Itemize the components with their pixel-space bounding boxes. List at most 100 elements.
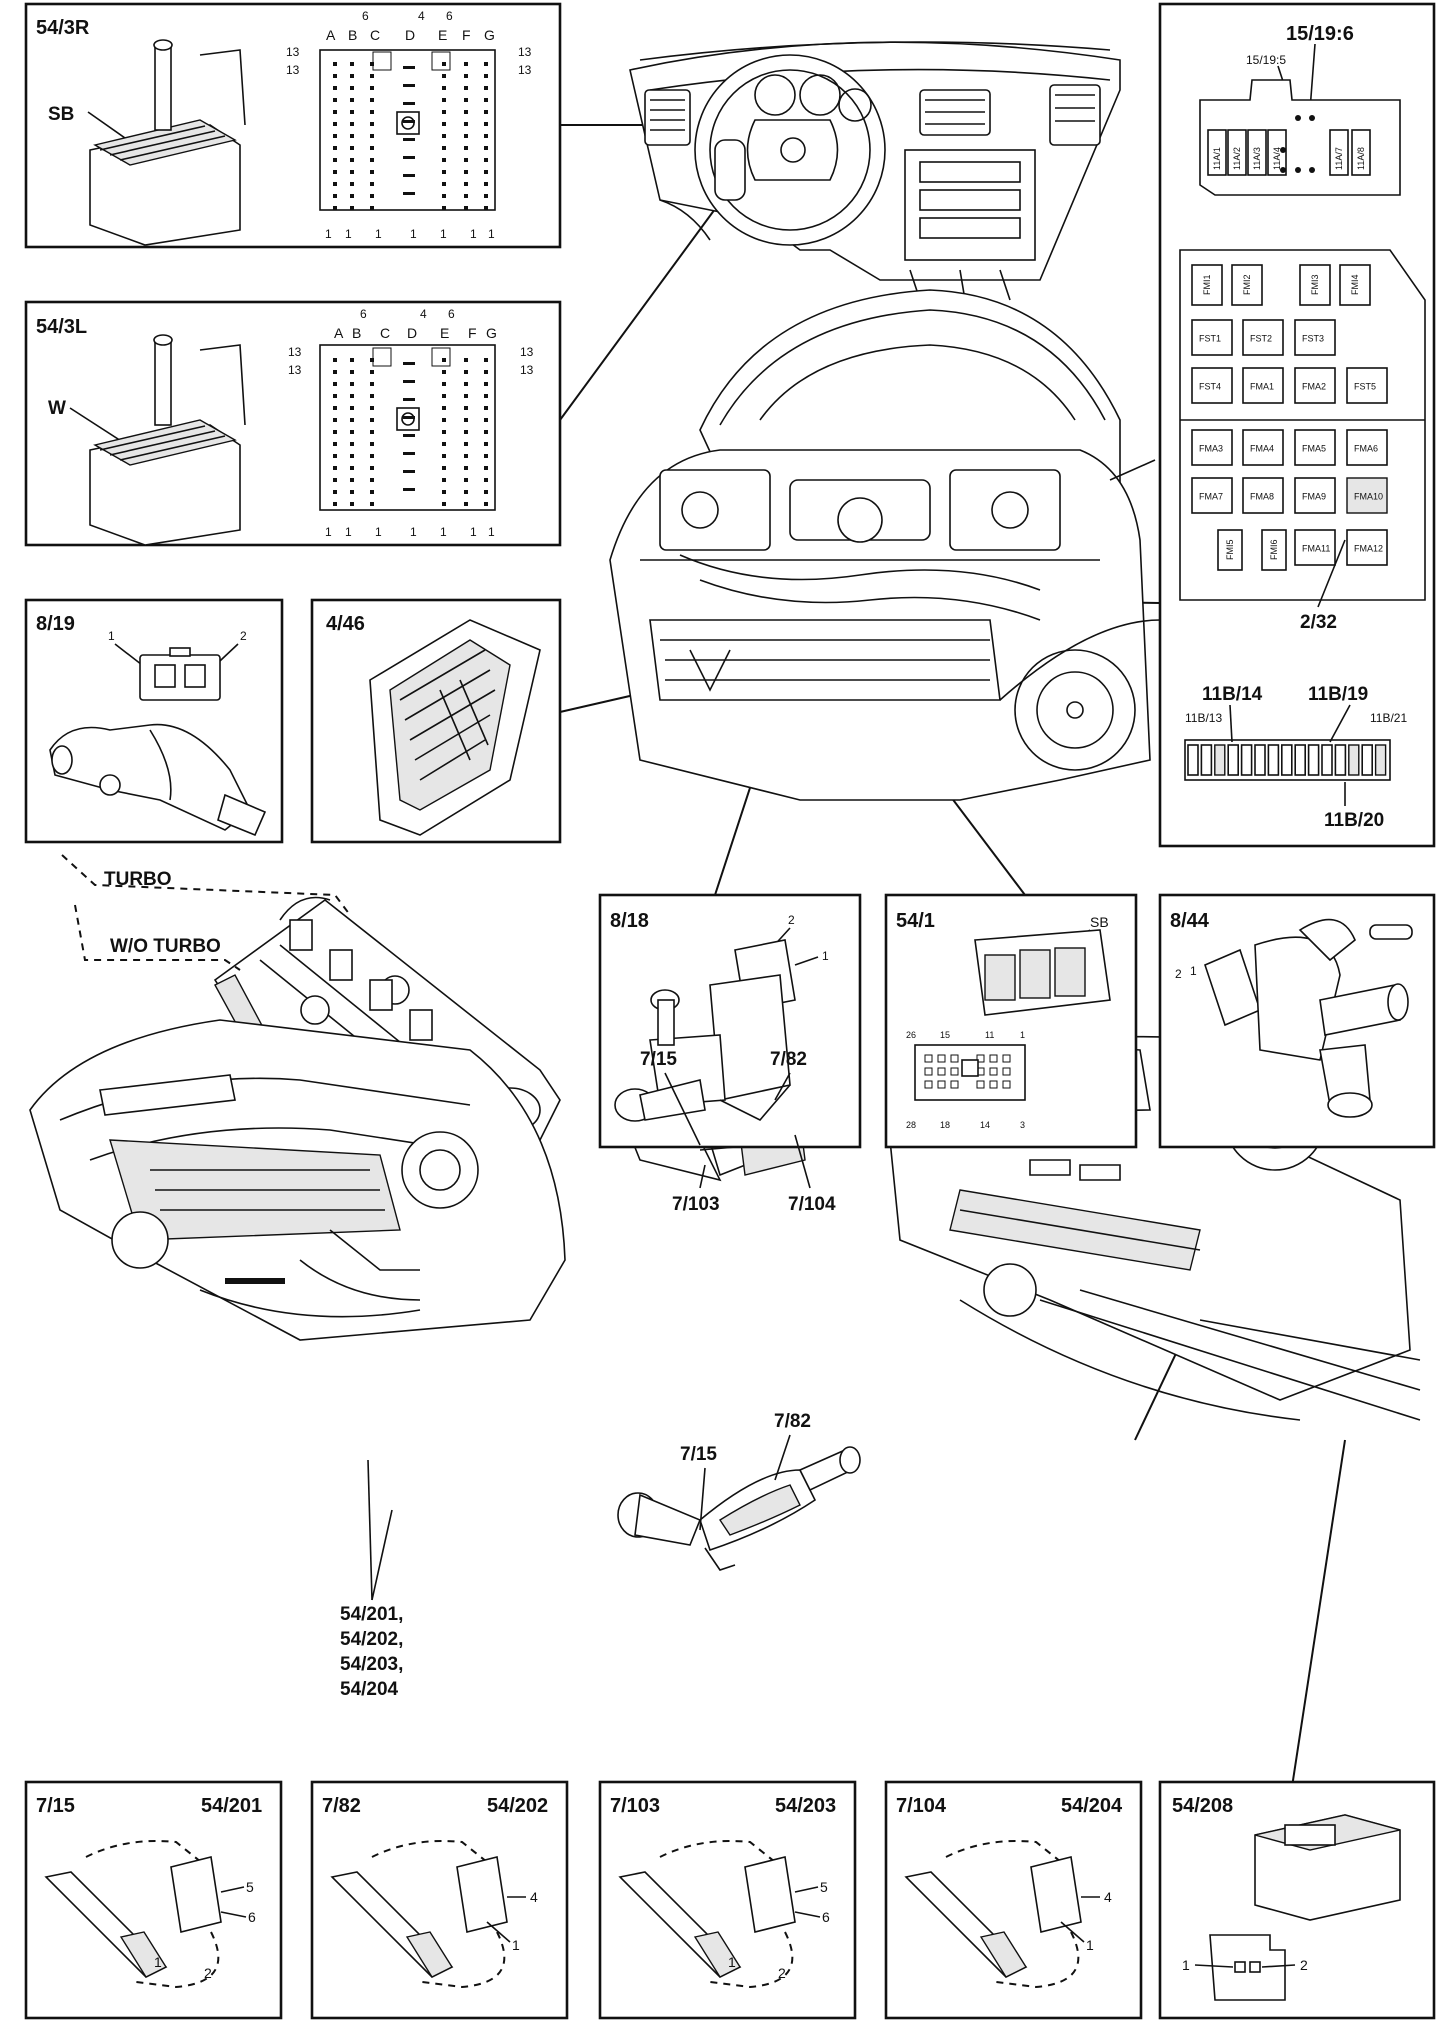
fuse-label: FMI1 [1202, 274, 1212, 295]
connector-pin [370, 490, 374, 494]
connector-slot [403, 102, 415, 105]
fuse-label: FMI3 [1310, 274, 1320, 295]
connector-pin [370, 122, 374, 126]
connector-pin [333, 74, 337, 78]
connector-pin [484, 394, 488, 398]
connector-54-208-box: 54/208 1 2 [1158, 1780, 1436, 2020]
fuse [1217, 529, 1243, 571]
pin-1: 1 [822, 949, 829, 963]
col-label: C [370, 27, 380, 43]
connector-pin [370, 370, 374, 374]
connector-pin [442, 74, 446, 78]
connector-pin [333, 418, 337, 422]
fuse-label: FMA12 [1354, 544, 1383, 554]
sensor-wire [995, 1931, 1080, 1989]
connector-pin [464, 370, 468, 374]
connector-slot [403, 138, 415, 141]
pin-number: 13 [518, 63, 532, 77]
fuse [1191, 429, 1233, 466]
connector-pin [937, 1067, 946, 1076]
connector-pin [464, 86, 468, 90]
fuse [1346, 429, 1388, 466]
catalytic-converter-single-illustration [617, 1446, 861, 1571]
sb-label: SB [48, 104, 74, 125]
pin-number: 1 [1020, 1030, 1025, 1040]
connector-pin [484, 370, 488, 374]
sensor-plug [1030, 1856, 1082, 1933]
connector-pin [464, 358, 468, 362]
pin-number: 1 [440, 525, 447, 539]
fuse-label: FMI4 [1350, 274, 1360, 295]
connector-pin [442, 442, 446, 446]
pin-number: 13 [520, 363, 534, 377]
fuse-label: FMA9 [1302, 492, 1326, 502]
sensor-list-item: 54/201, [340, 1604, 403, 1625]
connector-pin [370, 502, 374, 506]
connector-pin [350, 170, 354, 174]
col-label: B [352, 325, 361, 341]
component-8-19-box: 8/19 1 2 [24, 598, 284, 844]
pin-number: 1 [470, 227, 477, 241]
connector-pin [937, 1054, 946, 1063]
pin-number: 1 [345, 227, 352, 241]
connector-pin [370, 358, 374, 362]
connector-pin [333, 158, 337, 162]
fuse [1346, 477, 1388, 514]
relay-label: 11A/1 [1212, 147, 1222, 170]
connector-pin [442, 182, 446, 186]
connector-pin [370, 382, 374, 386]
strip-fuse [1187, 744, 1199, 776]
col-label: E [438, 27, 447, 43]
turbo-label: TURBO [104, 869, 172, 890]
connector-pin [442, 98, 446, 102]
front-underside-illustration [29, 1019, 566, 1341]
fuse [1242, 477, 1284, 514]
connector-pin [484, 442, 488, 446]
fuse-label: FMI6 [1269, 539, 1279, 560]
connector-pin [464, 194, 468, 198]
connector-pin [370, 394, 374, 398]
connector-pin [442, 170, 446, 174]
sensor-wire [135, 1931, 220, 1989]
col-label: B [348, 27, 357, 43]
connector-54-3R-label: 54/3R [36, 17, 90, 39]
connector-pin [350, 86, 354, 90]
connector-pin [350, 430, 354, 434]
connector-pin [442, 194, 446, 198]
connector-pin [370, 442, 374, 446]
component-8-19-label: 8/19 [36, 613, 75, 635]
connector-pin [370, 86, 374, 90]
connector-pin [464, 206, 468, 210]
fuse-label: FMI5 [1225, 539, 1235, 560]
col-label: G [484, 27, 495, 43]
cat-label: 7/82 [774, 1411, 811, 1432]
strip-fuse [1334, 744, 1347, 776]
connector-pin [350, 74, 354, 78]
connector-pin [350, 158, 354, 162]
pin-number: 1 [410, 227, 417, 241]
fuse [1346, 367, 1388, 404]
panel-right-label: 54/202 [487, 1795, 548, 1817]
connector-54-208-label: 54/208 [1172, 1795, 1233, 1817]
pin-number: 1 [512, 1937, 520, 1953]
connector-pin [464, 430, 468, 434]
connector-pin [464, 454, 468, 458]
connector-pin [464, 442, 468, 446]
col-label: A [326, 27, 336, 43]
connector-pin [484, 146, 488, 150]
pin-number: 3 [1020, 1120, 1025, 1130]
connector-pin [464, 490, 468, 494]
pin-1: 1 [1190, 964, 1197, 978]
fuse [1191, 477, 1233, 514]
connector-pin [464, 62, 468, 66]
pin-number: 1 [440, 227, 447, 241]
turbo-callouts: TURBO W/O TURBO [61, 854, 351, 971]
connector-pin [350, 442, 354, 446]
connector-pin [464, 466, 468, 470]
connector-pin [484, 382, 488, 386]
connector-pin [370, 206, 374, 210]
connector-pin [350, 490, 354, 494]
connector-pin [370, 466, 374, 470]
fuse-label: FMA3 [1199, 444, 1223, 454]
